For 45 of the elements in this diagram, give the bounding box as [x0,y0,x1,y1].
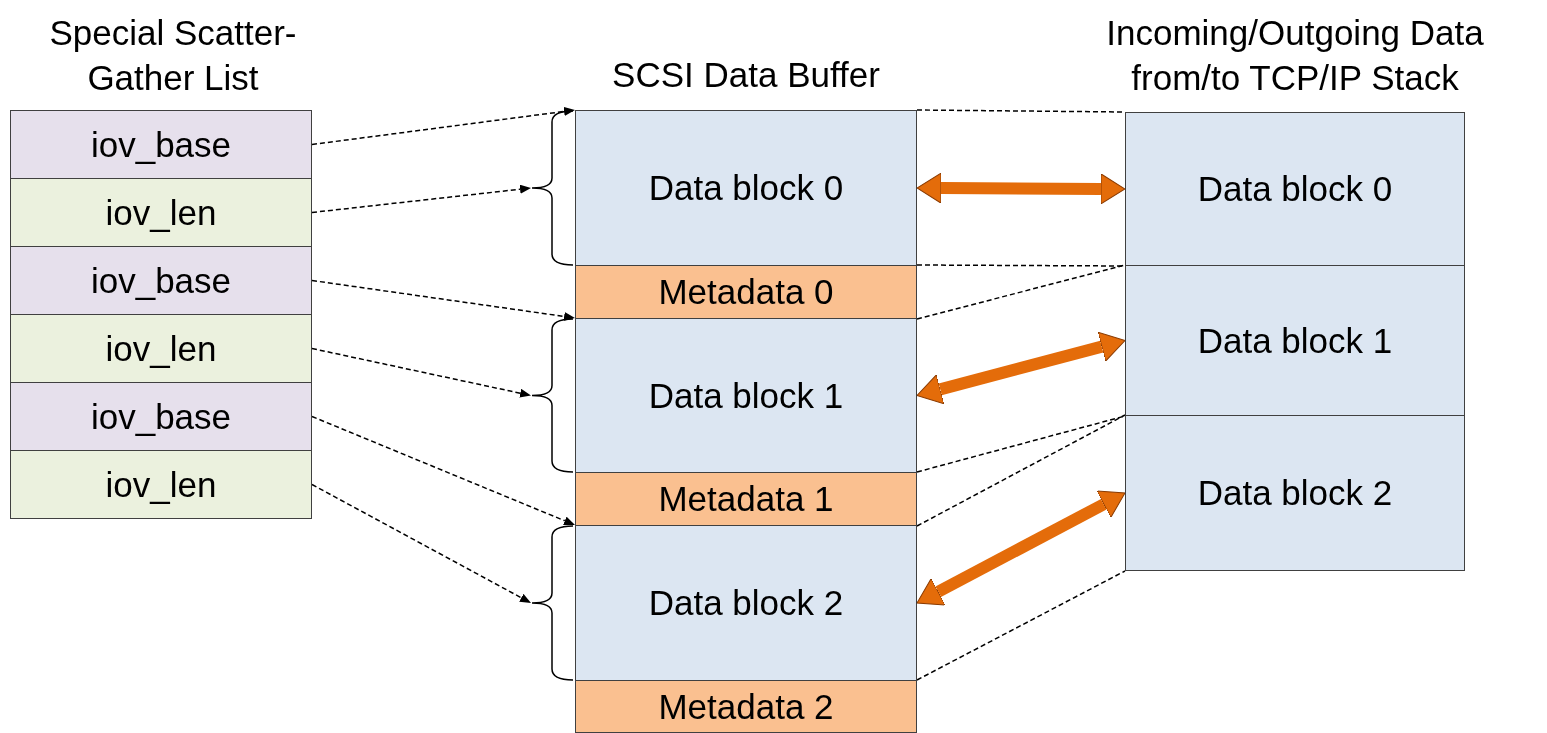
cell-label: Metadata 2 [658,686,834,727]
list-cell [575,318,917,473]
heading: SCSI Data Buffer [611,54,881,96]
list-cell [10,382,312,451]
cell-label: iov_base [90,124,232,165]
list-cell [575,680,917,733]
list-cell [1125,265,1465,416]
dashed-line [916,264,1126,320]
arrow [311,347,531,398]
list-cell [575,265,917,319]
list-cell [575,472,917,526]
double-arrow [916,490,1126,606]
list-cell [10,314,312,383]
cell-label: iov_len [105,328,217,369]
list-cell [10,110,312,179]
list-cell [575,110,917,266]
list-cell [10,246,312,315]
dashed-line [916,570,1126,681]
cell-label: Data block 1 [1197,320,1393,361]
cell-label: Data block 0 [1197,169,1393,209]
cell-label: Metadata 0 [658,272,834,312]
list-cell [1125,112,1465,266]
cell-label: iov_base [90,396,232,437]
double-arrow [916,331,1126,405]
cell-label: Data block 1 [648,375,844,416]
arrow [311,184,531,214]
cell-label: iov_base [90,260,232,301]
arrow [311,415,575,525]
cell-label: Data block 0 [648,168,844,208]
cell-label: iov_len [105,192,217,233]
list-cell [10,450,312,519]
list-cell [10,178,312,247]
dashed-line [916,414,1126,527]
arrow [311,483,531,603]
cell-label: Metadata 1 [658,479,834,519]
heading: Special Scatter-Gather List [48,12,298,99]
arrow [311,279,575,321]
double-arrow [916,172,1126,205]
cell-label: Data block 2 [648,583,844,623]
heading: Incoming/Outgoing Data from/to TCP/IP Stack [1105,12,1485,99]
cell-label: iov_len [105,464,217,505]
arrow [311,106,575,146]
list-cell [575,525,917,681]
list-cell [1125,415,1465,571]
cell-label: Data block 2 [1197,473,1393,513]
